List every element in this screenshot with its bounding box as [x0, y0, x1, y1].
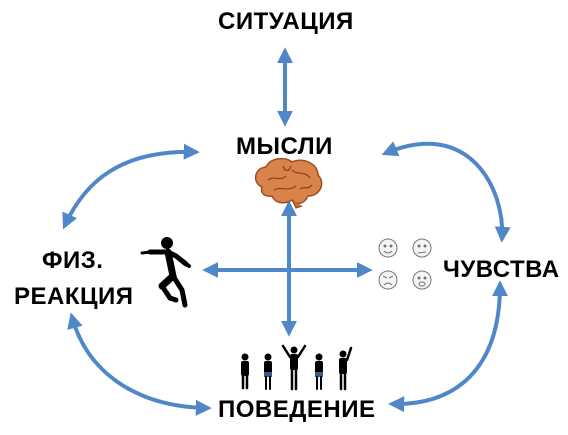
angry-face-icon	[378, 270, 398, 290]
arrow-feelings-behavior	[388, 280, 508, 413]
arrow-thoughts-physical	[62, 143, 200, 230]
person-silhouette	[264, 353, 272, 390]
person-silhouette	[339, 346, 353, 391]
brain-icon	[254, 157, 323, 209]
node-behavior-label: ПОВЕДЕНИЕ	[218, 396, 376, 423]
node-situation-label: СИТУАЦИЯ	[218, 8, 354, 35]
arrow-thoughts-feelings	[381, 141, 511, 243]
arrows	[62, 47, 511, 416]
person-silhouette	[281, 344, 307, 391]
running-man-icon	[140, 237, 191, 308]
node-physical-label-line1: ФИЗ.	[42, 247, 104, 274]
emoji-faces-icon	[378, 238, 432, 290]
arrow-physical-behavior	[67, 312, 212, 416]
node-thoughts-label: МЫСЛИ	[236, 133, 333, 160]
node-physical-label-line2: РЕАКЦИЯ	[14, 283, 134, 310]
person-silhouette	[315, 353, 323, 390]
people-silhouettes-icon	[241, 344, 353, 391]
happy-face-icon	[378, 238, 398, 258]
person-silhouette	[241, 353, 249, 390]
sad-face-icon	[412, 270, 432, 290]
neutral-face-icon	[412, 238, 432, 258]
node-feelings-label: ЧУВСТВА	[443, 256, 560, 283]
